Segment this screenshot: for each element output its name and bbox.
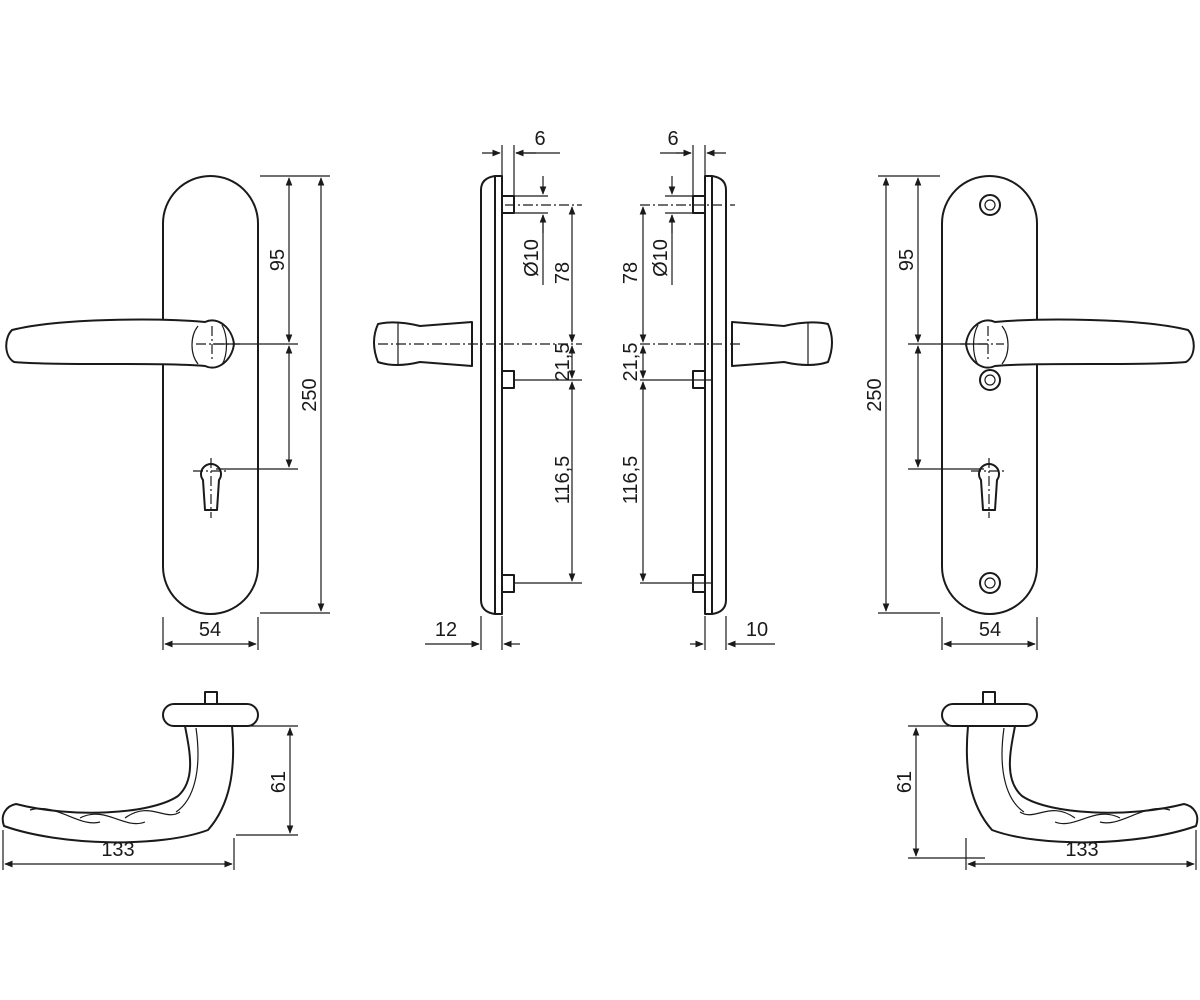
keyhole-left	[200, 463, 222, 511]
backplate-right	[941, 175, 1038, 615]
front-view-right: 95 250 54	[864, 175, 1195, 650]
front-view-left: 95 250 54	[5, 175, 330, 650]
offset-dimension-left: 6	[534, 128, 545, 150]
width-dimension-left: 54	[199, 619, 221, 641]
screw-mid-right	[979, 369, 1001, 391]
screw-bottom-right	[979, 572, 1001, 594]
spindle-left	[204, 691, 218, 705]
offset-dimension-right: 6	[667, 128, 678, 150]
lever-side-right	[731, 321, 833, 367]
spindle-right	[982, 691, 996, 705]
plate-profile-right	[711, 175, 727, 615]
distance-116-5-left: 116,5	[552, 456, 574, 505]
lever-handle-left	[5, 318, 235, 369]
diameter-dimension-right: Ø10	[650, 239, 672, 277]
screw-top-right	[979, 194, 1001, 216]
lever-handle-right	[965, 318, 1195, 369]
screw-post-mid-left	[501, 370, 515, 389]
lever-profile-right	[965, 725, 1199, 844]
rose-left	[162, 703, 259, 727]
plate-profile-left	[480, 175, 496, 615]
depth-dimension-left: 12	[435, 619, 457, 641]
handle-top-view-left: 61 133	[1, 691, 298, 870]
height-dimension-left: 250	[299, 378, 321, 411]
side-view-right: 78 21,5 116,5 Ø10 6 10	[620, 128, 833, 650]
handle-height-dimension-right: 61	[894, 771, 916, 793]
distance-21-5-right: 21,5	[620, 343, 642, 382]
side-view-left: 78 21,5 116,5 Ø10 6 12	[373, 128, 582, 650]
handle-top-view-right: 61 133	[894, 691, 1199, 870]
diameter-dimension-left: Ø10	[521, 239, 543, 277]
lever-profile-left	[1, 725, 235, 844]
spacing-dimension-left: 95	[267, 249, 289, 271]
height-dimension-right: 250	[864, 378, 886, 411]
distance-78-right: 78	[620, 262, 642, 284]
handle-length-dimension-left: 133	[101, 839, 134, 861]
distance-116-5-right: 116,5	[620, 456, 642, 505]
handle-height-dimension-left: 61	[268, 771, 290, 793]
keyhole-right	[978, 463, 1000, 511]
width-dimension-right: 54	[979, 619, 1001, 641]
distance-21-5-left: 21,5	[552, 343, 574, 382]
handle-length-dimension-right: 133	[1065, 839, 1098, 861]
depth-dimension-right: 10	[746, 619, 768, 641]
backplate-left	[162, 175, 259, 615]
distance-78-left: 78	[552, 262, 574, 284]
spacing-dimension-right: 95	[896, 249, 918, 271]
rose-right	[941, 703, 1038, 727]
screw-post-bottom-left	[501, 574, 515, 593]
